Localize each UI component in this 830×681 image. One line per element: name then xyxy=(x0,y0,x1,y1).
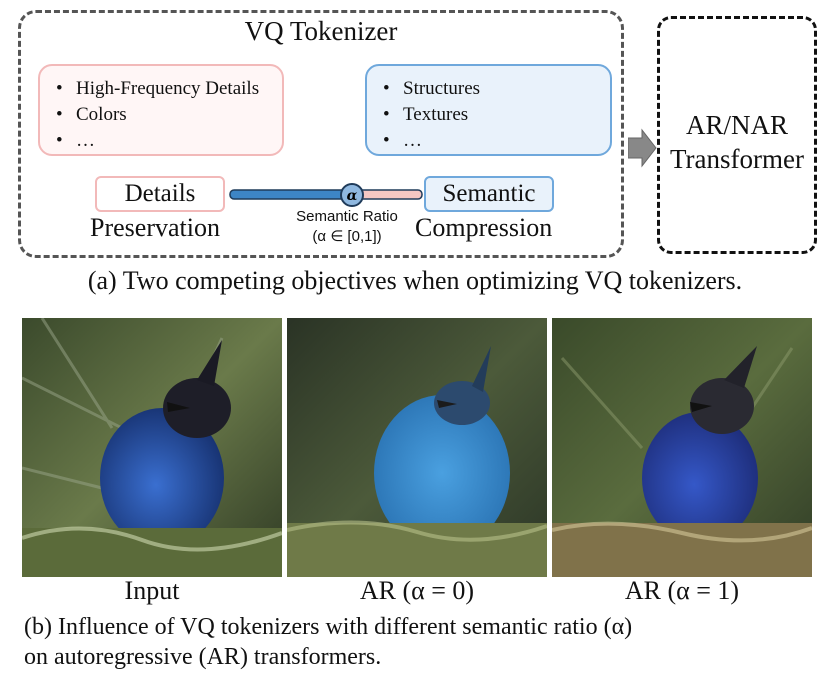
ar-label-line1: AR/NAR xyxy=(685,110,788,140)
label-ar-alpha-1: AR (α = 1) xyxy=(624,576,740,605)
slider-track-blue xyxy=(229,189,353,200)
caption-a: (a) Two competing objectives when optimi… xyxy=(87,266,743,295)
ar-alpha-0-image xyxy=(287,318,547,577)
input-image xyxy=(22,318,282,577)
details-list-item: … xyxy=(56,128,282,154)
preservation-label: Preservation xyxy=(90,213,220,242)
details-list-item: Colors xyxy=(56,102,282,128)
label-input: Input xyxy=(124,576,180,605)
slider-caption: Semantic Ratio (α ∈ [0,1]) xyxy=(262,207,432,247)
slider-symbol: α xyxy=(347,188,358,204)
vq-tokenizer-box xyxy=(18,10,624,258)
label-ar-alpha-0: AR (α = 0) xyxy=(359,576,475,605)
arrow-right-icon xyxy=(628,128,657,168)
slider-knob[interactable] xyxy=(340,183,364,207)
vq-tokenizer-title: VQ Tokenizer xyxy=(244,16,398,46)
ar-alpha-1-image xyxy=(552,318,812,577)
caption-b-line1: (b) Influence of VQ tokenizers with diff… xyxy=(24,614,633,640)
compression-label: Compression xyxy=(415,213,553,242)
semantic-list-box: Structures Textures … xyxy=(365,64,612,156)
semantic-list-item: Structures xyxy=(383,76,610,102)
ar-transformer-label: AR/NAR Transformer xyxy=(657,108,817,176)
caption-b: (b) Influence of VQ tokenizers with diff… xyxy=(24,612,814,672)
ar-label-line2: Transformer xyxy=(670,144,804,174)
semantic-list-item: Textures xyxy=(383,102,610,128)
details-list-box: High-Frequency Details Colors … xyxy=(38,64,284,156)
semantic-list-item: … xyxy=(383,128,610,154)
caption-b-line2: on autoregressive (AR) transformers. xyxy=(24,644,382,670)
semantic-ratio-slider[interactable]: α xyxy=(228,180,424,210)
ar-transformer-box xyxy=(657,16,817,254)
semantic-ratio-label: Semantic Ratio xyxy=(296,208,398,225)
details-pill: Details xyxy=(95,176,225,212)
semantic-ratio-range: (α ∈ [0,1]) xyxy=(312,228,382,245)
details-list-item: High-Frequency Details xyxy=(56,76,282,102)
semantic-pill: Semantic xyxy=(424,176,554,212)
